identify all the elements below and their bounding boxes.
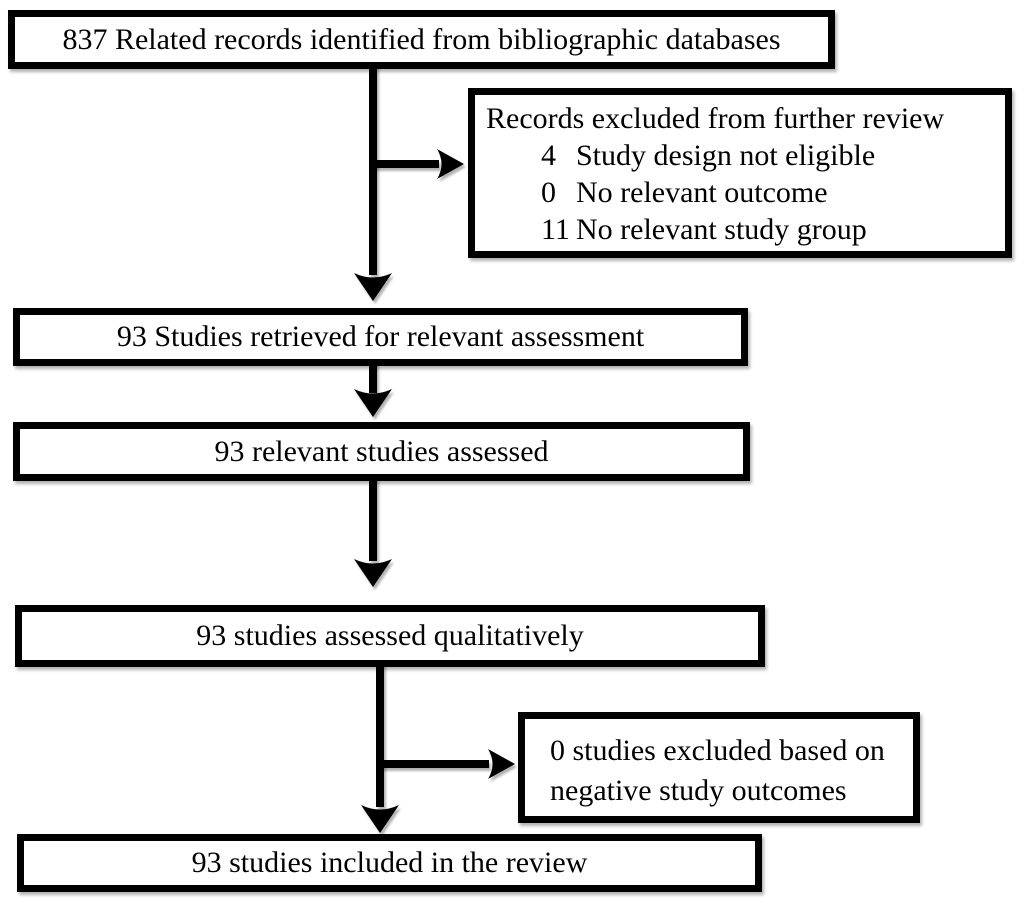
- box-records-excluded: Records excluded from further review 4 S…: [468, 88, 1012, 258]
- arrow-line-branch-to-excluded-review: [373, 160, 439, 168]
- down-arrowhead-icon: [361, 805, 399, 833]
- records-identified-label: 837 Related records identified from bibl…: [62, 22, 781, 56]
- studies-excluded-negative-line1: 0 studies excluded based on: [550, 734, 885, 767]
- box-studies-retrieved: 93 Studies retrieved for relevant assess…: [13, 308, 748, 366]
- right-arrowhead-icon: [488, 749, 515, 779]
- down-arrowhead-icon: [354, 559, 392, 587]
- arrow-line-retrieved-to-assessed: [369, 361, 377, 393]
- records-excluded-title: Records excluded from further review: [486, 102, 945, 135]
- studies-included-label: 93 studies included in the review: [191, 846, 588, 879]
- excluded-item-count: 4: [541, 139, 556, 172]
- excluded-item: 11 No relevant study group: [541, 211, 999, 248]
- box-studies-included: 93 studies included in the review: [17, 834, 762, 892]
- excluded-item: 4 Study design not eligible: [541, 137, 999, 174]
- excluded-item-reason: No relevant study group: [576, 213, 867, 246]
- box-studies-assessed: 93 relevant studies assessed: [13, 422, 750, 481]
- arrow-line-assessed-to-qualitative: [369, 477, 377, 561]
- excluded-item-count: 11: [541, 213, 570, 246]
- studies-assessed-label: 93 relevant studies assessed: [214, 434, 549, 468]
- box-records-identified: 837 Related records identified from bibl…: [8, 10, 835, 69]
- box-studies-qualitative: 93 studies assessed qualitatively: [15, 605, 765, 667]
- studies-qualitative-label: 93 studies assessed qualitatively: [196, 619, 584, 652]
- down-arrowhead-icon: [354, 389, 392, 417]
- down-arrowhead-icon: [354, 273, 392, 301]
- box-studies-excluded-negative: 0 studies excluded based on negative stu…: [518, 712, 920, 823]
- right-arrowhead-icon: [437, 149, 464, 179]
- excluded-item-reason: Study design not eligible: [576, 139, 876, 172]
- studies-excluded-negative-line2: negative study outcomes: [550, 774, 847, 807]
- arrow-line-identified-to-retrieved: [369, 62, 377, 275]
- studies-retrieved-label: 93 Studies retrieved for relevant assess…: [116, 320, 645, 353]
- arrow-line-qualitative-to-included: [376, 662, 384, 807]
- excluded-item-reason: No relevant outcome: [576, 176, 828, 209]
- excluded-item: 0 No relevant outcome: [541, 174, 999, 211]
- excluded-item-count: 0: [541, 176, 556, 209]
- arrow-line-branch-to-excluded-negative: [380, 760, 489, 768]
